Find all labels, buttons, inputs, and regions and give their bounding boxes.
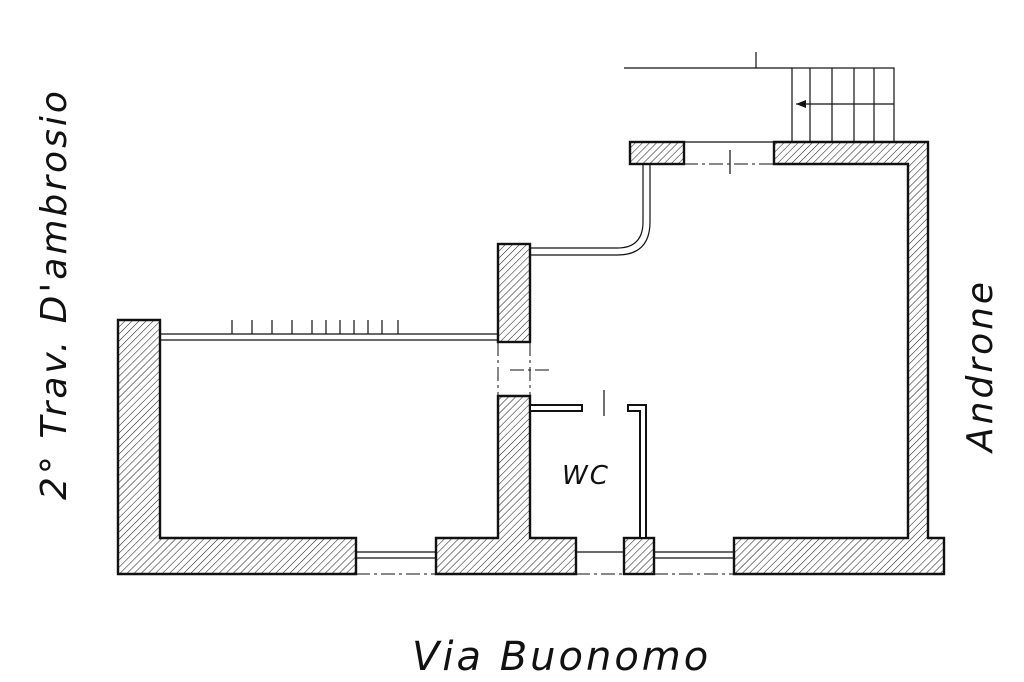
- right-room-walls: [622, 140, 946, 576]
- north-opening: [684, 141, 774, 174]
- middle-wall-upper: [496, 242, 532, 344]
- north-wall-ticks: [231, 320, 399, 334]
- north-wall-block: [628, 140, 686, 166]
- side-label-right: Androne: [960, 279, 1001, 454]
- arrow-left-icon: [796, 100, 894, 108]
- wc-wall-top: [529, 404, 583, 412]
- street-label-bottom: Via Buonomo: [412, 634, 711, 680]
- south-wall-middle: [434, 394, 578, 576]
- south-window-left: [356, 551, 436, 575]
- street-label-left: 2° Trav. D'ambrosio: [34, 88, 75, 500]
- left-room-walls: [116, 242, 578, 576]
- wc-partitions: [529, 390, 647, 539]
- curved-partition: [530, 163, 651, 256]
- south-window-right: [576, 551, 734, 575]
- wc-wall-right: [627, 404, 647, 539]
- room-label-wc: WC: [562, 461, 610, 491]
- wc-pier: [622, 536, 656, 576]
- middle-passage: [497, 342, 552, 396]
- left-room-north-wall: [160, 320, 498, 341]
- staircase: [624, 52, 895, 143]
- west-wall: [116, 318, 358, 576]
- east-wall: [732, 140, 946, 576]
